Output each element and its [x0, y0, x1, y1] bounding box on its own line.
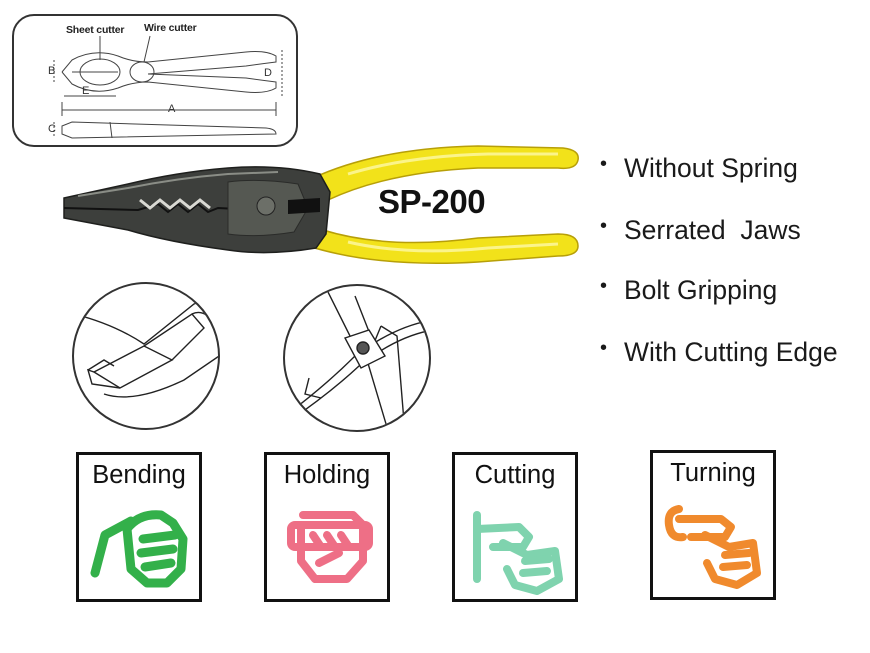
dimension-diagram: Sheet cutter Wire cutter A B C D E	[12, 14, 298, 147]
feature-label: Without Spring	[624, 153, 798, 183]
feature-label: Serrated Jaws	[624, 215, 801, 245]
upper-handle	[311, 145, 579, 201]
function-box-turning: Turning	[650, 450, 776, 600]
pliers-dimension-drawing	[53, 35, 283, 139]
wire-cutter-label: Wire cutter	[144, 22, 197, 34]
function-label: Cutting	[474, 461, 556, 489]
dimension-a-label: A	[168, 103, 176, 115]
lower-handle	[306, 229, 579, 265]
model-number: SP-200	[378, 183, 486, 220]
dimension-d-label: D	[264, 67, 272, 79]
bullet-icon: •	[600, 275, 608, 297]
bending-hand-icon	[90, 510, 188, 588]
wire-cutting-illustration	[283, 284, 431, 432]
bullet-icon: •	[600, 215, 608, 237]
bending-illustration	[72, 282, 220, 430]
feature-label: Bolt Gripping	[624, 275, 778, 305]
function-label: Holding	[283, 461, 371, 489]
sheet-cutter-label: Sheet cutter	[66, 24, 125, 36]
feature-label: With Cutting Edge	[624, 337, 838, 367]
cutting-hand-icon	[473, 511, 563, 595]
dimension-b-label: B	[48, 65, 56, 77]
pliers-image	[58, 138, 588, 288]
dimension-e-label: E	[82, 85, 90, 97]
dimension-c-label: C	[48, 123, 56, 135]
function-box-cutting: Cutting	[452, 452, 578, 602]
function-label: Turning	[670, 459, 756, 487]
bullet-icon: •	[600, 337, 608, 359]
function-box-holding: Holding	[264, 452, 390, 602]
bullet-icon: •	[600, 153, 608, 175]
function-box-bending: Bending	[76, 452, 202, 602]
turning-hand-icon	[664, 505, 761, 589]
holding-hand-icon	[287, 511, 373, 583]
function-label: Bending	[92, 461, 186, 489]
pivot-bolt	[256, 196, 276, 216]
